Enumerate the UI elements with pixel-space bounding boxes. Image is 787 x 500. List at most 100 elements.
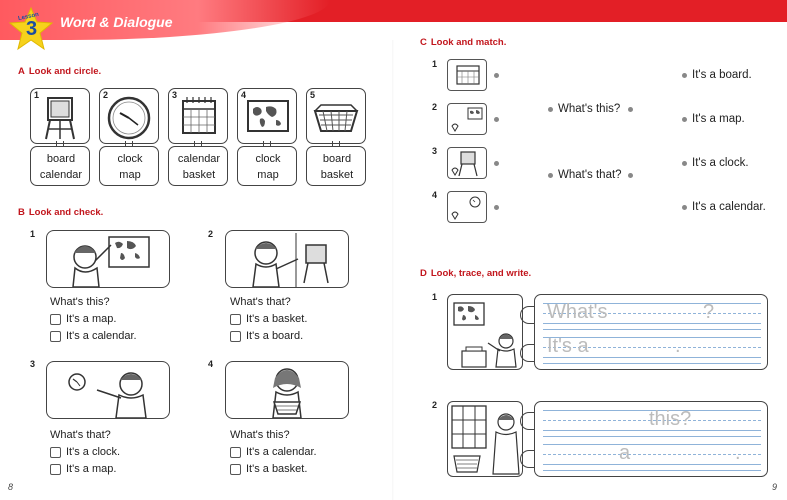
b-option-label: It's a calendar.	[66, 330, 137, 342]
trace-text: .	[735, 442, 741, 464]
b-option[interactable]: It's a board.	[230, 330, 303, 342]
a-card-number: 1	[34, 90, 40, 100]
checkbox[interactable]	[50, 313, 61, 325]
a-card-number: 3	[172, 90, 178, 100]
a-card-3: 3 calendar basket	[168, 88, 228, 186]
b-question: What's this?	[50, 296, 110, 308]
b-option-label: It's a basket.	[246, 313, 308, 325]
c-match-dot[interactable]	[548, 107, 553, 112]
a-card-2: 2 clock map	[99, 88, 159, 186]
girl-with-map-icon	[72, 236, 150, 288]
c-match-dot[interactable]	[494, 117, 499, 122]
checkbox[interactable]	[50, 446, 61, 458]
a-word-option[interactable]: basket	[320, 169, 354, 181]
b-question: What's that?	[230, 296, 291, 308]
a-word-option[interactable]: clock	[117, 153, 143, 165]
a-word-option[interactable]: board	[46, 153, 76, 165]
boy-with-basket-and-window-icon	[451, 405, 520, 475]
a-card-words: board calendar	[30, 146, 90, 186]
b-option[interactable]: It's a clock.	[50, 446, 120, 458]
a-word-option[interactable]: map	[119, 169, 141, 181]
a-word-option[interactable]: map	[257, 169, 279, 181]
c-item-4-picture	[447, 191, 487, 223]
trace-text: this?	[649, 408, 692, 430]
checkbox[interactable]	[50, 463, 61, 475]
c-match-dot[interactable]	[494, 73, 499, 78]
d-item-number: 1	[432, 292, 438, 302]
b-item-1-picture	[46, 230, 170, 288]
d-item-2-picture	[447, 401, 523, 477]
c-match-dot[interactable]	[628, 107, 633, 112]
b-option[interactable]: It's a basket.	[230, 313, 307, 325]
c-item-number: 2	[432, 102, 438, 112]
b-option-label: It's a clock.	[66, 446, 121, 458]
c-match-dot[interactable]	[494, 161, 499, 166]
c-item-2-picture	[447, 103, 487, 135]
calendar-icon	[456, 65, 480, 85]
map-icon	[451, 107, 483, 132]
section-d-letter: D	[420, 268, 427, 279]
b-option[interactable]: It's a map.	[50, 463, 116, 475]
trace-text: What's	[547, 301, 608, 323]
c-match-dot[interactable]	[682, 73, 687, 78]
board-icon	[451, 151, 478, 177]
d-item-1-writing-area[interactable]: What's ? It's a .	[534, 294, 768, 370]
a-card-link	[125, 141, 133, 149]
c-answer: It's a board.	[692, 69, 752, 81]
a-card-link	[56, 141, 64, 149]
boy-with-board-icon	[252, 233, 329, 288]
c-answer: It's a clock.	[692, 157, 749, 169]
a-card-picture: 1	[30, 88, 90, 144]
b-option[interactable]: It's a calendar.	[50, 330, 137, 342]
trace-text: .	[675, 335, 681, 357]
b-item-number: 3	[30, 359, 36, 369]
ring-binder-icon	[520, 412, 534, 430]
c-item-number: 4	[432, 190, 438, 200]
a-card-picture: 4	[237, 88, 297, 144]
c-match-dot[interactable]	[682, 161, 687, 166]
c-match-dot[interactable]	[682, 205, 687, 210]
a-word-option[interactable]: board	[322, 153, 352, 165]
a-card-1: 1 board calendar	[30, 88, 90, 186]
ring-binder-icon	[520, 306, 534, 324]
c-item-3-picture	[447, 147, 487, 179]
a-card-link	[194, 141, 202, 149]
b-option[interactable]: It's a calendar.	[230, 446, 317, 458]
boy-pointing-at-map-icon	[453, 302, 517, 368]
c-item-1-picture	[447, 59, 487, 91]
a-card-words: clock map	[99, 146, 159, 186]
a-word-option[interactable]: clock	[255, 153, 281, 165]
lesson-number: 3	[26, 18, 38, 40]
b-option-label: It's a calendar.	[246, 446, 317, 458]
c-match-dot[interactable]	[548, 173, 553, 178]
section-a-instruction: Look and circle.	[28, 66, 102, 77]
checkbox[interactable]	[230, 463, 241, 475]
d-item-number: 2	[432, 400, 438, 410]
d-item-2-writing-area[interactable]: this? a .	[534, 401, 768, 477]
a-card-words: board basket	[306, 146, 366, 186]
checkbox[interactable]	[230, 313, 241, 325]
a-word-option[interactable]: calendar	[177, 153, 221, 165]
a-card-5: 5 board basket	[306, 88, 366, 186]
c-match-dot[interactable]	[682, 117, 687, 122]
trace-text: ?	[703, 301, 715, 323]
c-match-dot[interactable]	[628, 173, 633, 178]
b-option[interactable]: It's a map.	[50, 313, 116, 325]
a-word-option[interactable]: basket	[182, 169, 216, 181]
trace-text: a	[619, 442, 631, 464]
checkbox[interactable]	[230, 446, 241, 458]
checkbox[interactable]	[50, 330, 61, 342]
c-item-number: 3	[432, 146, 438, 156]
a-card-link	[263, 141, 271, 149]
checkbox[interactable]	[230, 330, 241, 342]
c-match-dot[interactable]	[494, 205, 499, 210]
a-card-words: calendar basket	[168, 146, 228, 186]
a-word-option[interactable]: calendar	[39, 169, 83, 181]
page-number-right: 9	[772, 482, 778, 492]
a-card-number: 4	[241, 90, 247, 100]
b-option[interactable]: It's a basket.	[230, 463, 307, 475]
b-item-2-picture	[225, 230, 349, 288]
